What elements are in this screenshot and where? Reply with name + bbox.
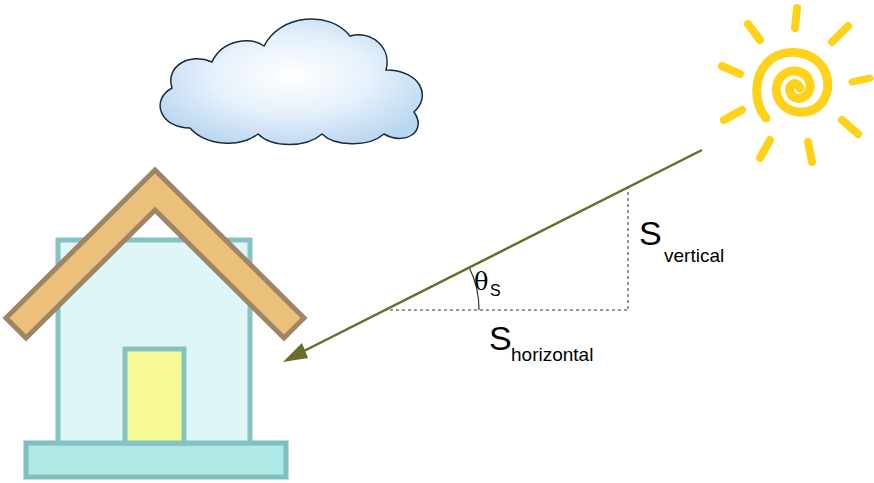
- sun: [722, 8, 870, 162]
- quantity-subscript: vertical: [664, 246, 724, 265]
- angle-symbol: θ: [474, 270, 488, 294]
- dashed-line: [628, 186, 629, 310]
- sun-ray: [298, 150, 702, 354]
- quantity-symbol: S: [489, 321, 512, 355]
- cloud: [160, 19, 422, 145]
- angle-subscript: S: [490, 283, 501, 299]
- quantity-symbol: S: [639, 216, 662, 250]
- arrow-head: [283, 343, 308, 362]
- quantity-subscript: horizontal: [511, 345, 593, 364]
- dashed-line: [384, 310, 628, 311]
- house-roof: [6, 170, 304, 338]
- house-base: [26, 443, 286, 477]
- house-door: [125, 349, 184, 443]
